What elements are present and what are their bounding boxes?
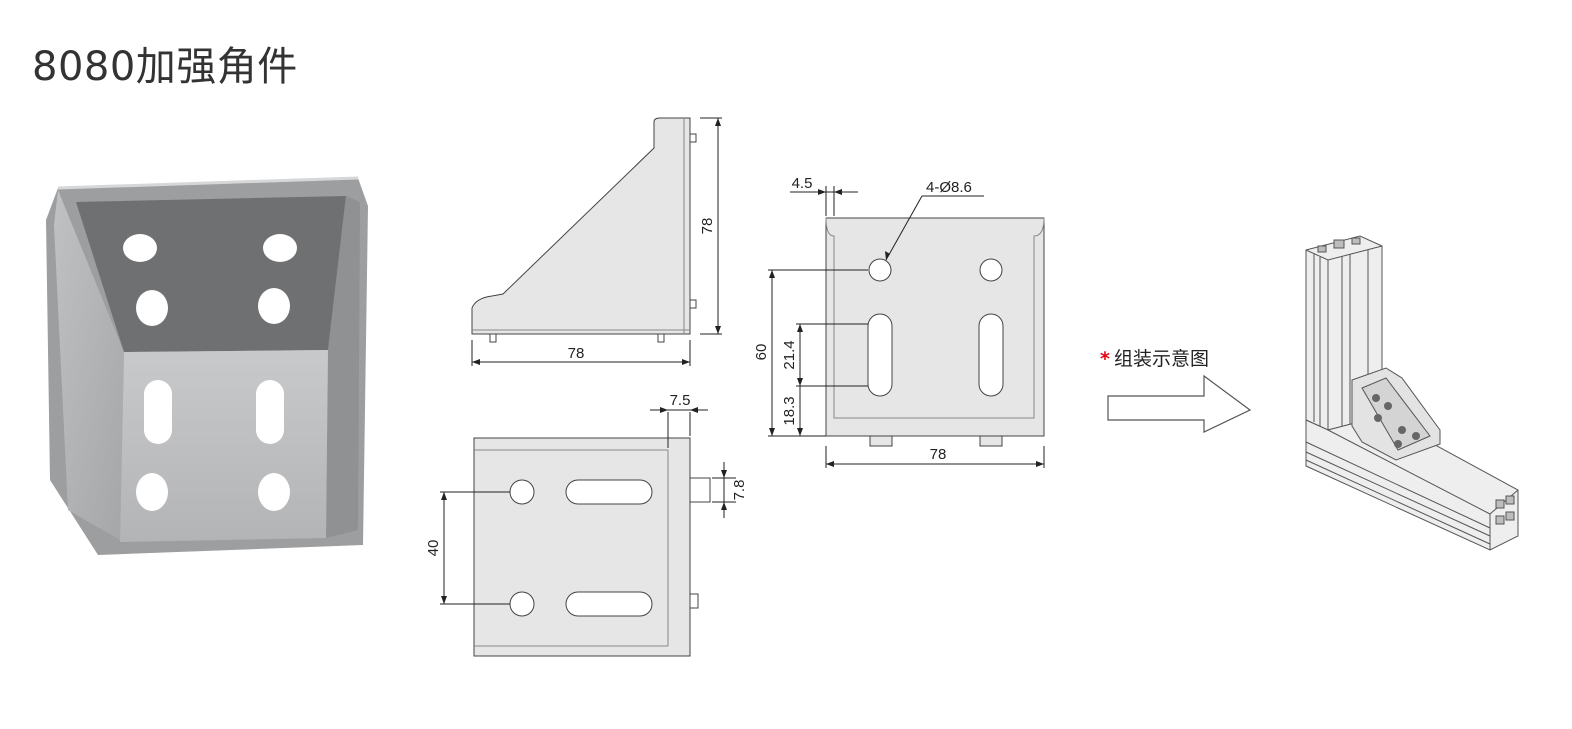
dim-side-height: 78: [699, 218, 716, 235]
dim-front-width: 78: [930, 446, 947, 463]
asterisk-marker: *: [1100, 348, 1110, 370]
side-view-outline: [471, 117, 691, 335]
dim-hole-spec: 4-Ø8.6: [926, 179, 972, 196]
dim-front-height: 60: [753, 344, 770, 361]
product-photo: [46, 176, 368, 555]
dim-top-offset: 7.5: [670, 392, 691, 409]
front-view-outline: [825, 217, 1045, 437]
dim-slot-length: 21.4: [781, 340, 798, 369]
dim-hole-spacing: 40: [425, 540, 442, 557]
top-view-outline: [473, 437, 691, 657]
dim-boss-height: 7.8: [731, 480, 748, 501]
arrow-right-icon: [1107, 374, 1252, 433]
assembly-caption: *组装示意图: [1100, 344, 1209, 371]
assembly-illustration: [1305, 235, 1519, 551]
caption-text: 组装示意图: [1113, 348, 1209, 370]
page-title: 8080加强角件: [32, 44, 298, 90]
dim-side-width: 78: [568, 345, 585, 362]
dim-bottom-offset: 18.3: [781, 396, 798, 425]
dim-edge-offset: 4.5: [792, 175, 813, 192]
